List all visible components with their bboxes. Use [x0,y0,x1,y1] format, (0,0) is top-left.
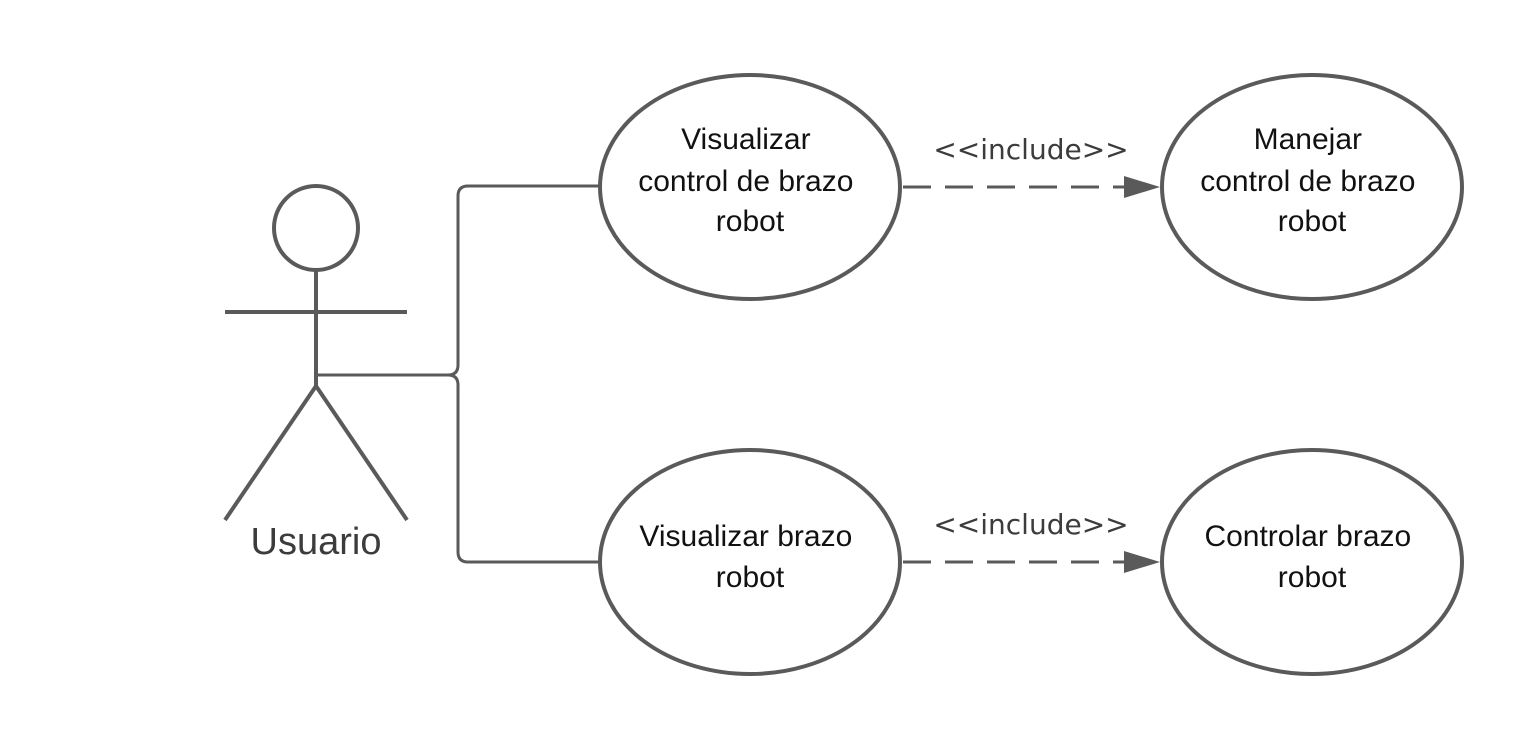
use-case-line: robot [716,561,785,594]
use-case-line: Manejar [1254,123,1362,156]
actor-head [272,184,360,272]
association-line-lower[interactable] [447,373,600,564]
arrowhead-1 [1124,176,1160,198]
actor-right-leg [314,384,409,522]
include-relation-2[interactable]: <<include>> [903,508,1160,573]
use-case-visualizar-control[interactable]: Visualizar control de brazo robot [598,73,902,301]
use-case-line: Visualizar brazo [639,520,852,553]
include-relation-1[interactable]: <<include>> [903,133,1160,198]
use-case-line: robot [716,205,785,238]
use-case-line: robot [1278,561,1347,594]
use-case-ellipse [1160,73,1464,301]
use-case-line: Controlar brazo [1204,520,1411,553]
include-label-1: <<include>> [933,133,1128,166]
use-case-label: Controlar brazo robot [1204,520,1419,594]
use-case-manejar-control[interactable]: Manejar control de brazo robot [1160,73,1464,301]
association-line-upper[interactable] [316,184,600,377]
actor-usuario[interactable]: Usuario [223,184,409,563]
use-case-label: Visualizar control de brazo robot [638,123,861,238]
use-case-ellipse [1160,448,1464,676]
actor-left-leg [223,384,318,522]
use-case-controlar-brazo[interactable]: Controlar brazo robot [1160,448,1464,676]
arrowhead-2 [1124,551,1160,573]
use-case-line: robot [1278,205,1347,238]
use-case-line: Visualizar [681,123,811,156]
use-case-line: control de brazo [638,165,853,198]
use-case-label: Manejar control de brazo robot [1200,123,1423,238]
include-label-2: <<include>> [933,508,1128,541]
use-case-ellipse [598,73,902,301]
use-case-line: control de brazo [1200,165,1415,198]
use-case-label: Visualizar brazo robot [639,520,860,594]
use-case-visualizar-brazo[interactable]: Visualizar brazo robot [598,448,902,676]
actor-name: Usuario [251,521,382,563]
use-case-ellipse [598,448,902,676]
